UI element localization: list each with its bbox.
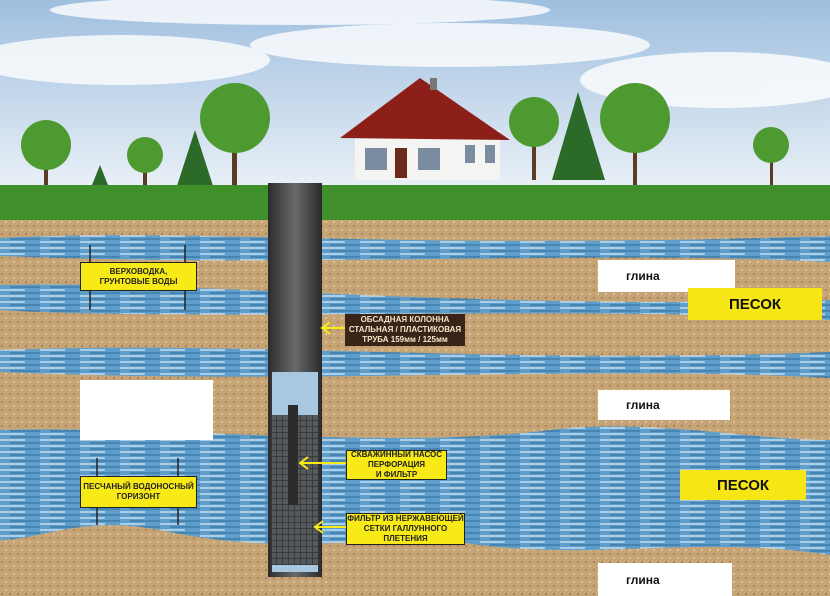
blank-label-box — [80, 380, 213, 440]
aquifer-label: ПЕСЧАНЫЙ ВОДОНОСНЫЙ ГОРИЗОНТ — [80, 476, 197, 508]
clouds — [0, 0, 830, 108]
house — [340, 78, 510, 180]
filter-label: ФИЛЬТР ИЗ НЕРЖАВЕЮЩЕЙ СЕТКИ ГАЛЛУННОГО П… — [346, 513, 465, 545]
clay-label-3: глина — [598, 563, 732, 596]
perched-water-label: ВЕРХОВОДКА, ГРУНТОВЫЕ ВОДЫ — [80, 262, 197, 291]
pump — [288, 405, 298, 505]
sand-label-1: ПЕСОК — [688, 288, 822, 320]
clay-label-2: глина — [598, 390, 730, 420]
clay-label-1: глина — [598, 260, 735, 292]
pump-label: СКВАЖИННЫЙ НАСОС ПЕРФОРАЦИЯ И ФИЛЬТР — [346, 450, 447, 480]
sand-label-2: ПЕСОК — [680, 470, 806, 500]
water-layers — [0, 235, 830, 555]
pointer-arrows — [298, 321, 346, 534]
casing-label: ОБСАДНАЯ КОЛОННА СТАЛЬНАЯ / ПЛАСТИКОВАЯ … — [345, 314, 465, 346]
grass — [0, 185, 830, 225]
trees — [21, 83, 789, 195]
